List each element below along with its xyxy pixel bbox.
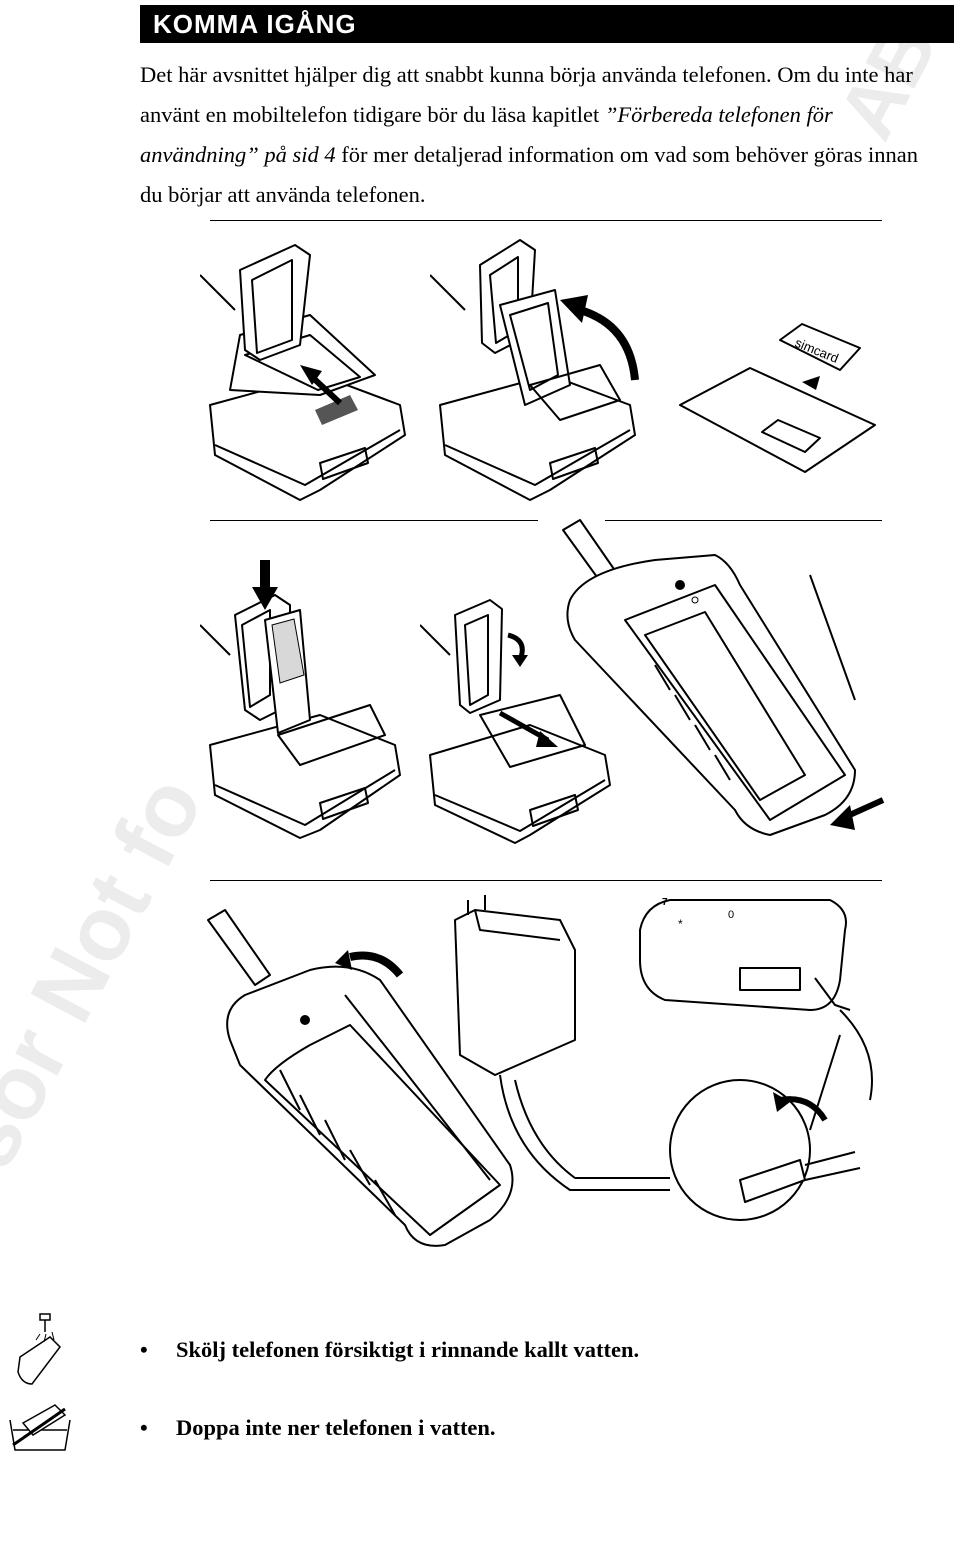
no-immerse-icon <box>9 1404 71 1451</box>
section-header: KOMMA IGÅNG <box>140 5 954 43</box>
chapter-reference: ”Förbereda telefonen för användning” på … <box>140 102 833 167</box>
figure-battery-attached <box>207 909 514 1247</box>
keypad-key-star: * <box>678 917 683 931</box>
figure-open-sim-holder <box>200 244 406 501</box>
bullet-marker: • <box>140 1337 148 1362</box>
watermark-left: ssor Not fo <box>0 761 223 1228</box>
separator-3 <box>605 520 882 521</box>
intro-paragraph: Det här avsnittet hjälper dig att snabbt… <box>140 55 940 215</box>
rinse-phone-icon <box>17 1313 61 1385</box>
care-item-rinse: • Skölj telefonen försiktigt i rinnande … <box>140 1330 940 1370</box>
figure-lift-sim-cover <box>430 239 639 501</box>
figure-simcard: simcard <box>679 323 876 473</box>
section-title: KOMMA IGÅNG <box>153 9 357 39</box>
care-item-text: Doppa inte ner telefonen i vatten. <box>176 1415 496 1440</box>
keypad-key-0: 0 <box>728 909 734 921</box>
separator-1 <box>210 220 882 221</box>
separator-2 <box>210 520 538 521</box>
figure-attach-battery <box>562 519 885 836</box>
intro-text-before: Det här avsnittet hjälper dig att snabbt… <box>140 62 913 127</box>
care-item-text: Skölj telefonen försiktigt i rinnande ka… <box>176 1337 640 1362</box>
bullet-marker: • <box>140 1415 148 1440</box>
separator-4 <box>210 880 882 881</box>
figure-charger: 7 * 0 <box>454 895 873 1221</box>
care-item-no-immerse: • Doppa inte ner telefonen i vatten. <box>140 1408 940 1448</box>
care-instructions: • Skölj telefonen försiktigt i rinnande … <box>140 1330 940 1448</box>
intro-text-after: för mer detaljerad information om vad so… <box>140 142 918 207</box>
figure-close-sim-holder <box>420 599 611 844</box>
keypad-key-7: 7 <box>662 897 668 908</box>
figure-insert-simcard <box>200 560 401 839</box>
